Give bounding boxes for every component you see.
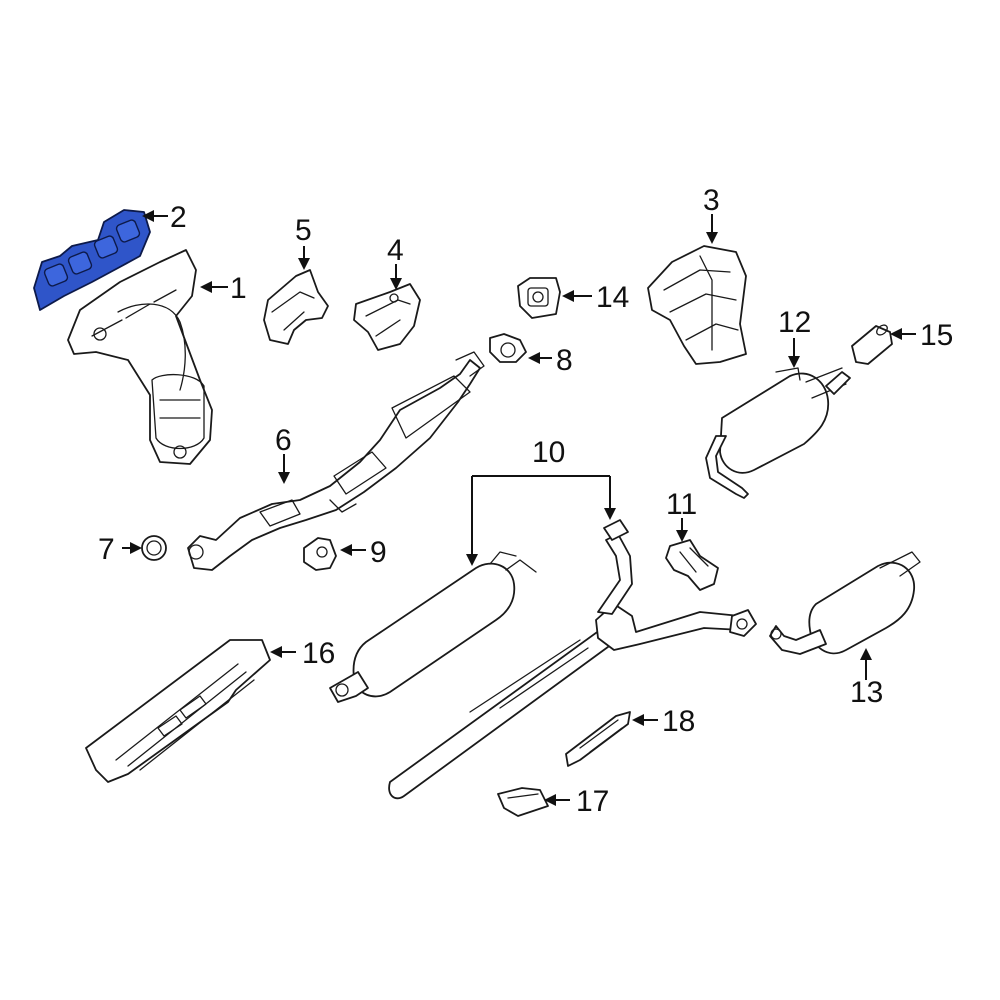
leader-10 — [471, 475, 611, 556]
part-5-heat-insulator[interactable] — [263, 269, 329, 345]
callout-7[interactable]: 7 — [98, 533, 115, 566]
callout-numbers: 1 2 3 4 5 6 7 8 9 10 11 12 13 14 15 16 1… — [98, 184, 953, 818]
part-6-front-exhaust-pipe[interactable] — [187, 351, 485, 571]
callout-15[interactable]: 15 — [920, 319, 953, 352]
part-1-exhaust-manifold-catalytic-converter[interactable] — [67, 249, 213, 465]
part-18-heat-insulator[interactable] — [565, 711, 631, 767]
callout-1[interactable]: 1 — [230, 272, 247, 305]
callout-13[interactable]: 13 — [850, 676, 883, 709]
part-16-floor-heat-insulator[interactable] — [85, 639, 271, 783]
callout-11[interactable]: 11 — [666, 488, 697, 521]
callout-2[interactable]: 2 — [170, 201, 187, 234]
callout-4[interactable]: 4 — [387, 234, 404, 267]
callout-6[interactable]: 6 — [275, 424, 292, 457]
part-3-heat-shield[interactable] — [647, 245, 747, 365]
callout-18[interactable]: 18 — [662, 705, 695, 738]
part-14-bracket[interactable] — [517, 277, 561, 319]
part-4-heat-insulator[interactable] — [353, 283, 421, 351]
leader-lines — [122, 210, 916, 806]
callout-9[interactable]: 9 — [370, 536, 387, 569]
part-12-center-muffler[interactable] — [705, 367, 851, 499]
callout-14[interactable]: 14 — [596, 281, 629, 314]
callout-10[interactable]: 10 — [532, 436, 565, 469]
callout-3[interactable]: 3 — [703, 184, 720, 217]
part-7-ring-gasket[interactable] — [141, 535, 167, 561]
callout-17[interactable]: 17 — [576, 785, 609, 818]
callout-5[interactable]: 5 — [295, 214, 312, 247]
part-15-tail-pipe-finisher[interactable] — [851, 323, 893, 365]
callout-8[interactable]: 8 — [556, 344, 573, 377]
part-8-gasket[interactable] — [489, 333, 527, 363]
callout-12[interactable]: 12 — [778, 306, 811, 339]
part-17-heat-insulator[interactable] — [497, 787, 549, 817]
part-2-exhaust-manifold-gasket[interactable] — [33, 209, 151, 311]
part-10-center-pipe-assembly[interactable] — [329, 519, 757, 800]
part-11-bracket[interactable] — [665, 539, 719, 591]
callout-16[interactable]: 16 — [302, 637, 335, 670]
part-13-main-muffler[interactable] — [769, 551, 921, 655]
part-9-bracket[interactable] — [303, 537, 337, 571]
